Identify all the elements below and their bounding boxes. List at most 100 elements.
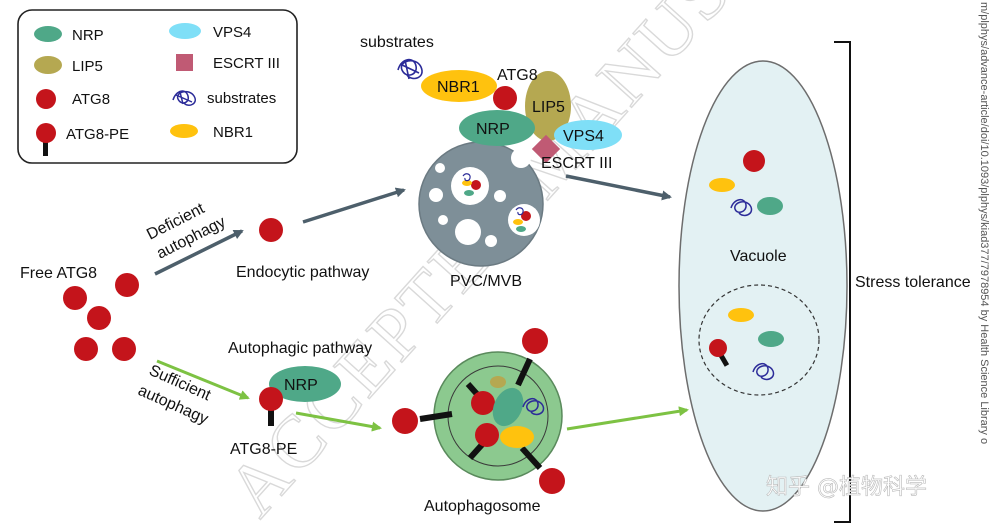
autophagic-nrp-label: NRP bbox=[284, 377, 318, 394]
free-atg8-dot-1 bbox=[63, 286, 87, 310]
pvc-cargo2-nbr1 bbox=[513, 219, 523, 225]
autophagic-pathway-label: Autophagic pathway bbox=[228, 340, 372, 357]
legend-label-nbr1: NBR1 bbox=[213, 124, 253, 141]
complex-substrates-label: substrates bbox=[360, 34, 434, 51]
complex-nrp-label: NRP bbox=[476, 121, 510, 138]
autophagosome-label: Autophagosome bbox=[424, 498, 541, 515]
atg8pe-stem-icon bbox=[43, 136, 48, 156]
pvc-cargo2-substrate bbox=[515, 207, 524, 216]
free-atg8-cluster bbox=[63, 273, 139, 361]
complex-vps4-label: VPS4 bbox=[563, 128, 604, 145]
autophagic-atg8pe-head bbox=[259, 387, 283, 411]
vacuole-ab-nrp bbox=[758, 331, 784, 347]
vacuole-ab-substrate bbox=[752, 363, 775, 381]
watermark-corner: 知乎 @植物科学 bbox=[766, 475, 927, 500]
autophagosome-nbr1 bbox=[500, 426, 534, 448]
legend-label-nrp: NRP bbox=[72, 27, 104, 44]
pvc-mvb-label: PVC/MVB bbox=[450, 273, 522, 290]
complex-lip5-label: LIP5 bbox=[532, 99, 565, 116]
vacuole: Vacuole bbox=[678, 60, 848, 512]
stress-bracket bbox=[834, 41, 851, 523]
legend-box bbox=[17, 9, 298, 164]
vacuole-ab-nbr1 bbox=[728, 308, 754, 322]
autophagosome-atg8-top bbox=[522, 328, 548, 354]
complex-escrt bbox=[531, 134, 561, 164]
complex-nbr1 bbox=[421, 70, 497, 102]
legend-label-vps4: VPS4 bbox=[213, 24, 251, 41]
pvc-vesicle-3 bbox=[455, 219, 481, 245]
vacuole-atg8 bbox=[743, 150, 765, 172]
autophagic-nrp bbox=[269, 366, 341, 402]
complex-substrate-icon bbox=[397, 58, 423, 80]
vacuole-label: Vacuole bbox=[730, 248, 787, 265]
legend-label-atg8pe: ATG8-PE bbox=[66, 126, 129, 143]
complex-nbr1-label: NBR1 bbox=[437, 79, 480, 96]
atg8pe-icon bbox=[36, 123, 56, 143]
watermark-side: m/plphys/advance-article/doi/10.1093/plp… bbox=[978, 2, 990, 444]
autophagosome-atg8-left bbox=[392, 408, 418, 434]
stress-tolerance-label: Stress tolerance bbox=[855, 274, 971, 291]
free-atg8-dot-5 bbox=[112, 337, 136, 361]
atg8pe-to-autophagosome-arrow bbox=[295, 411, 382, 432]
pvc-cargo2-atg8 bbox=[521, 211, 531, 221]
pvc-to-vacuole-arrow bbox=[565, 174, 672, 201]
pvc-vesicle-5 bbox=[511, 148, 531, 168]
free-atg8-label: Free ATG8 bbox=[20, 265, 97, 282]
vacuole-ab-atg8pe-head bbox=[709, 339, 727, 357]
substrates-icon bbox=[172, 90, 196, 106]
pvc-cargo-substrate bbox=[462, 173, 471, 182]
pvc-cargo2-nrp bbox=[516, 226, 526, 232]
pvc-vesicle-7 bbox=[485, 235, 497, 247]
complex-escrt-label: ESCRT III bbox=[541, 155, 612, 172]
endocytic-arrow bbox=[302, 187, 406, 224]
legend-label-substrates: substrates bbox=[207, 90, 276, 107]
pvc-cargo-nbr1 bbox=[462, 180, 472, 186]
endocytic-pathway-label: Endocytic pathway bbox=[236, 264, 369, 281]
vacuole-autophagic-body bbox=[698, 284, 820, 396]
vacuole-nrp bbox=[757, 197, 783, 215]
autophagosome-to-vacuole-arrow bbox=[566, 406, 689, 431]
autophagosome-nrp bbox=[492, 387, 524, 427]
free-atg8-dot-4 bbox=[74, 337, 98, 361]
autophagosome-atg8-inner-2 bbox=[475, 423, 499, 447]
pvc-cargo-atg8 bbox=[471, 180, 481, 190]
endocytic-atg8-dot bbox=[259, 218, 283, 242]
sufficient-arrow bbox=[156, 359, 250, 400]
deficient-arrow bbox=[154, 229, 244, 276]
vps4-icon bbox=[169, 23, 201, 39]
escrt-icon bbox=[176, 54, 193, 71]
atg8pe-label: ATG8-PE bbox=[230, 441, 297, 458]
complex-nrp bbox=[459, 110, 535, 146]
autophagosome-atg8-inner-1 bbox=[471, 391, 495, 415]
pvc-mvb bbox=[418, 141, 544, 267]
autophagic-atg8pe-stem bbox=[268, 404, 274, 426]
legend: NRP LIP5 ATG8 ATG8-PE VPS4 ESCRT III sub… bbox=[17, 9, 298, 164]
complex-vps4 bbox=[554, 120, 622, 150]
pvc-vesicle-6 bbox=[494, 190, 506, 202]
pvc-vesicle-9 bbox=[435, 163, 445, 173]
atg8-icon bbox=[36, 89, 56, 109]
pvc-vesicle-4 bbox=[429, 188, 443, 202]
complex-lip5 bbox=[525, 71, 571, 141]
pvc-vesicle-1 bbox=[451, 167, 489, 205]
complex-atg8 bbox=[493, 86, 517, 110]
free-atg8-dot-3 bbox=[87, 306, 111, 330]
nbr1-icon bbox=[170, 124, 198, 138]
lip5-icon bbox=[34, 56, 62, 74]
nrp-icon bbox=[34, 26, 62, 42]
autophagosome bbox=[392, 328, 565, 494]
legend-label-escrt: ESCRT III bbox=[213, 55, 280, 72]
autophagosome-atg8-bottom bbox=[539, 468, 565, 494]
legend-label-atg8: ATG8 bbox=[72, 91, 110, 108]
complex-atg8-label: ATG8 bbox=[497, 67, 538, 84]
autophagosome-lip5 bbox=[490, 376, 506, 388]
free-atg8-dot-2 bbox=[115, 273, 139, 297]
autophagosome-substrate bbox=[522, 398, 545, 416]
vacuole-body bbox=[678, 60, 848, 512]
vacuole-nbr1 bbox=[709, 178, 735, 192]
pvc-vesicle-8 bbox=[438, 215, 448, 225]
legend-label-lip5: LIP5 bbox=[72, 58, 103, 75]
vacuole-substrate bbox=[730, 199, 753, 217]
pvc-cargo-nrp bbox=[464, 190, 474, 196]
